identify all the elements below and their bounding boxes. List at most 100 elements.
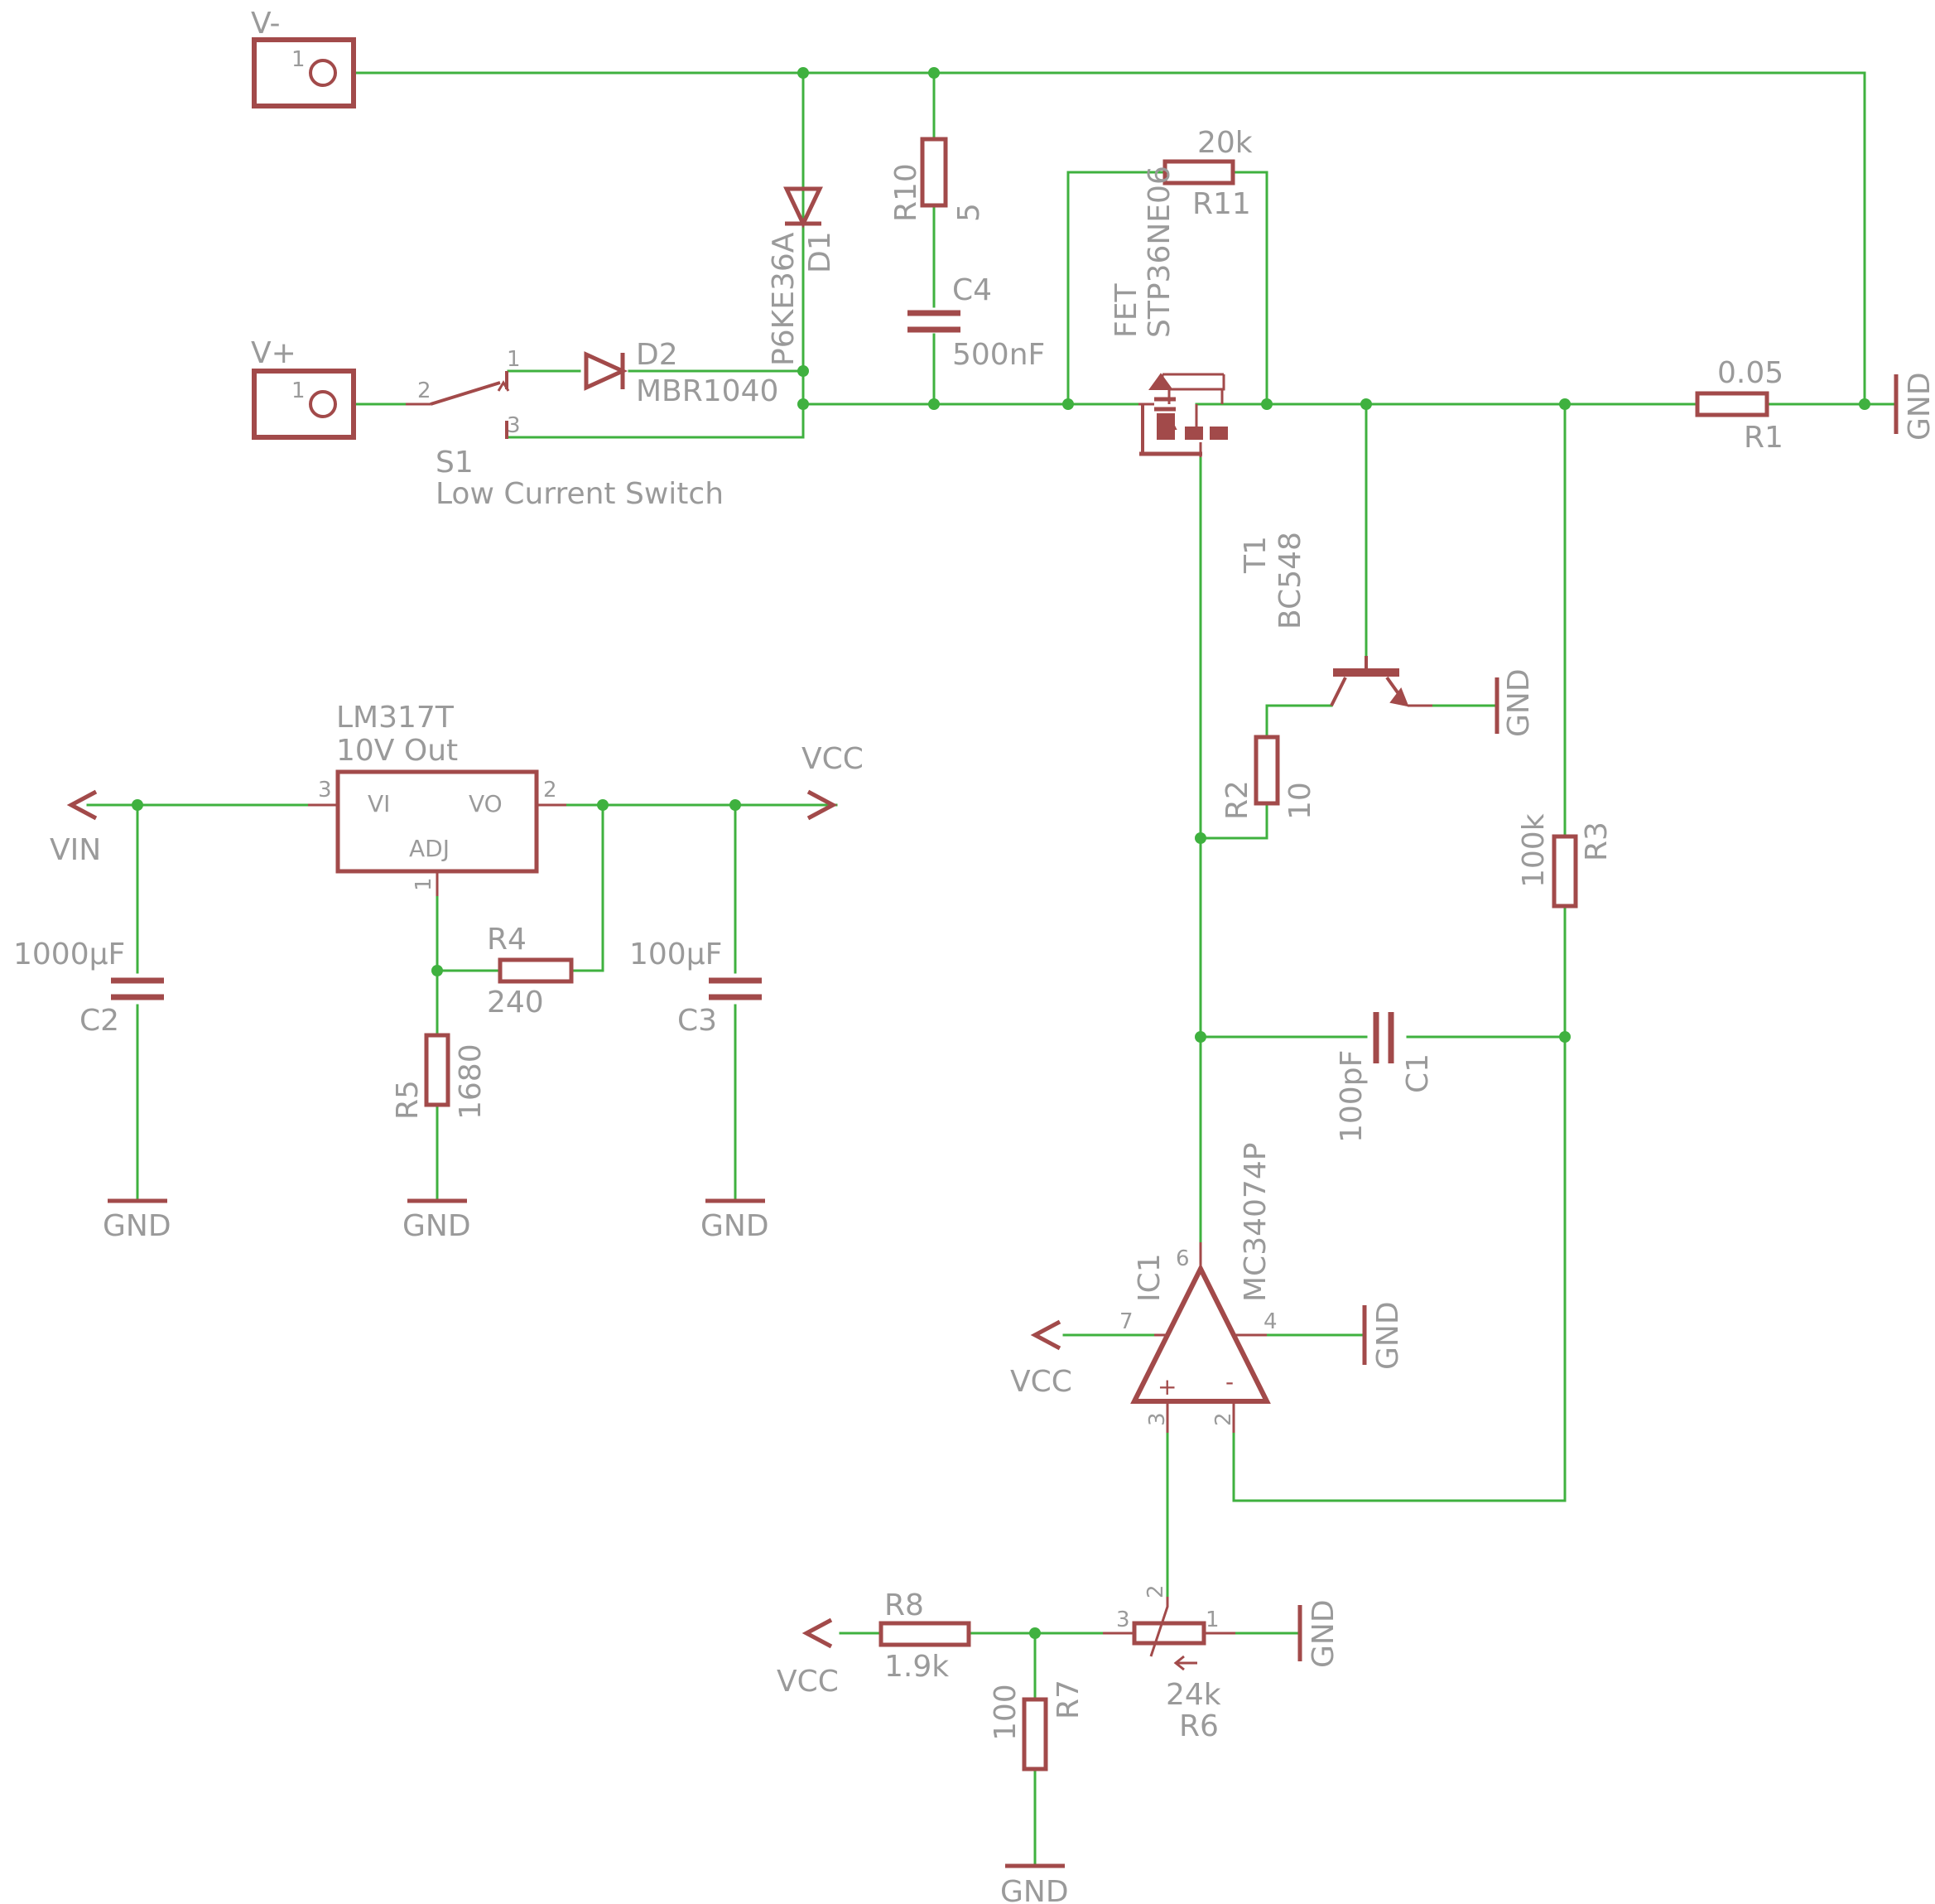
gnd-label-c3: GND [700, 1209, 769, 1243]
mosfet-fet: FET STP36NE06 [1109, 166, 1228, 457]
opamp-pin4: 4 [1264, 1309, 1278, 1334]
resistor-r2-ref: R2 [1220, 780, 1254, 820]
regulator-vo: VO [469, 790, 503, 817]
switch-value: Low Current Switch [436, 477, 724, 511]
regulator-adj: ADJ [409, 835, 450, 862]
resistor-r7: 100 R7 [989, 1680, 1085, 1771]
connector-vminus-name: V- [251, 7, 281, 41]
resistor-r4-ref: R4 [487, 923, 527, 957]
regulator-pin1: 1 [412, 877, 436, 891]
resistor-r4: R4 240 [487, 923, 574, 1019]
potentiometer-r6: 3 1 2 24k R6 [1103, 1584, 1235, 1743]
resistor-r5: R5 1680 [391, 1033, 488, 1120]
potentiometer-value: 24k [1166, 1678, 1221, 1712]
capacitor-c3-ref: C3 [677, 1004, 717, 1038]
vcc-label-ic1: VCC [1010, 1365, 1072, 1399]
potentiometer-pin1: 1 [1206, 1608, 1220, 1632]
resistor-r3-value: 100k [1517, 813, 1551, 888]
gnd-symbol-t1: GND [1495, 668, 1536, 737]
resistor-r11-ref: R11 [1192, 187, 1251, 221]
switch-ref: S1 [436, 446, 474, 480]
capacitor-c1-ref: C1 [1401, 1053, 1435, 1093]
switch-pin2: 2 [417, 378, 431, 403]
transistor-t1-value: BC548 [1273, 532, 1307, 629]
capacitor-c4-value: 500nF [952, 338, 1045, 372]
connector-vplus: V+ 1 [251, 336, 356, 440]
mosfet-fet-ref: FET [1109, 283, 1143, 338]
resistor-r8-value: 1.9k [884, 1650, 949, 1684]
resistor-r11: 20k R11 [1162, 126, 1253, 221]
opamp-pin3: 3 [1145, 1412, 1170, 1426]
mosfet-fet-value: STP36NE06 [1143, 166, 1177, 338]
opamp-minus-sign: - [1225, 1368, 1234, 1395]
gnd-label-c2: GND [103, 1209, 171, 1243]
connector-vminus-pin: 1 [291, 47, 306, 72]
resistor-r10-value: 5 [952, 203, 986, 222]
vcc-label-lm317: VCC [801, 742, 864, 776]
vin-arrow: VIN [50, 789, 101, 867]
regulator-ref: LM317T [336, 701, 455, 735]
switch-s1: 2 1 3 S1 Low Current Switch [406, 347, 724, 511]
gnd-label-r1: GND [1903, 372, 1935, 441]
vcc-label-r8: VCC [777, 1665, 839, 1699]
resistor-r3: 100k R3 [1517, 813, 1614, 909]
capacitor-c3-value: 100µF [629, 938, 722, 971]
resistor-r5-ref: R5 [391, 1080, 425, 1120]
potentiometer-pin3: 3 [1116, 1608, 1130, 1632]
vin-label: VIN [50, 833, 101, 867]
resistor-r1: 0.05 R1 [1695, 356, 1783, 455]
regulator-lm317: LM317T 10V Out VI VO ADJ 3 2 1 [308, 701, 566, 896]
diode-d2-ref: D2 [636, 338, 678, 372]
capacitor-c4: C4 500nF [907, 273, 1045, 372]
wires [86, 71, 1898, 1868]
opamp-ref: IC1 [1133, 1253, 1167, 1302]
switch-pin1: 1 [507, 347, 521, 372]
gnd-symbol-r6: GND [1297, 1599, 1341, 1668]
capacitor-c4-ref: C4 [952, 273, 992, 307]
resistor-r3-ref: R3 [1580, 822, 1614, 861]
potentiometer-ref: R6 [1179, 1709, 1219, 1743]
gnd-label-r5: GND [402, 1209, 471, 1243]
diode-d1: P6KE36A D1 [767, 186, 837, 366]
diode-d1-value: P6KE36A [767, 232, 801, 366]
gnd-label-r6: GND [1307, 1599, 1341, 1668]
capacitor-c2: 1000µF C2 [13, 938, 164, 1038]
opamp-value: MC34074P [1239, 1143, 1273, 1302]
junctions [132, 67, 1870, 1639]
capacitor-c1: 100pF C1 [1335, 1012, 1435, 1143]
potentiometer-pin2: 2 [1143, 1584, 1168, 1598]
gnd-symbol-ic1: GND [1362, 1301, 1405, 1370]
gnd-symbol-c3: GND [700, 1198, 769, 1243]
regulator-pin3: 3 [318, 778, 332, 803]
diode-d2-value: MBR1040 [636, 374, 778, 408]
opamp-plus-sign: + [1158, 1373, 1177, 1400]
diode-d1-ref: D1 [803, 231, 837, 273]
diode-d2: D2 MBR1040 [584, 338, 778, 408]
capacitor-c2-value: 1000µF [13, 938, 125, 971]
opamp-pin6: 6 [1176, 1246, 1190, 1271]
connector-vplus-name: V+ [251, 336, 296, 370]
vcc-arrow-ic1: VCC [1010, 1319, 1072, 1399]
resistor-r2-value: 10 [1283, 782, 1317, 820]
capacitor-c3: 100µF C3 [629, 938, 762, 1038]
resistor-r10: R10 5 [889, 137, 986, 222]
gnd-symbol-r7: GND [1000, 1863, 1069, 1904]
resistor-r8-ref: R8 [884, 1588, 924, 1622]
transistor-t1: T1 BC548 [1239, 532, 1432, 707]
regulator-value: 10V Out [336, 734, 458, 768]
vcc-arrow-lm317: VCC [801, 742, 864, 821]
connector-vminus: V- 1 [251, 7, 356, 108]
switch-pin3: 3 [507, 413, 521, 438]
regulator-pin2: 2 [543, 778, 557, 803]
capacitor-c1-value: 100pF [1335, 1050, 1369, 1143]
regulator-vi: VI [368, 790, 390, 817]
gnd-symbol-r1: GND [1894, 372, 1935, 441]
resistor-r11-value: 20k [1197, 126, 1253, 160]
gnd-symbol-c2: GND [103, 1198, 171, 1243]
resistor-r10-ref: R10 [889, 163, 923, 222]
capacitor-c2-ref: C2 [79, 1004, 119, 1038]
resistor-r8: R8 1.9k [878, 1588, 971, 1684]
opamp-ic1: + - 6 7 4 3 2 IC1 MC34074P [1119, 1143, 1278, 1433]
vcc-arrow-r8: VCC [777, 1617, 839, 1699]
